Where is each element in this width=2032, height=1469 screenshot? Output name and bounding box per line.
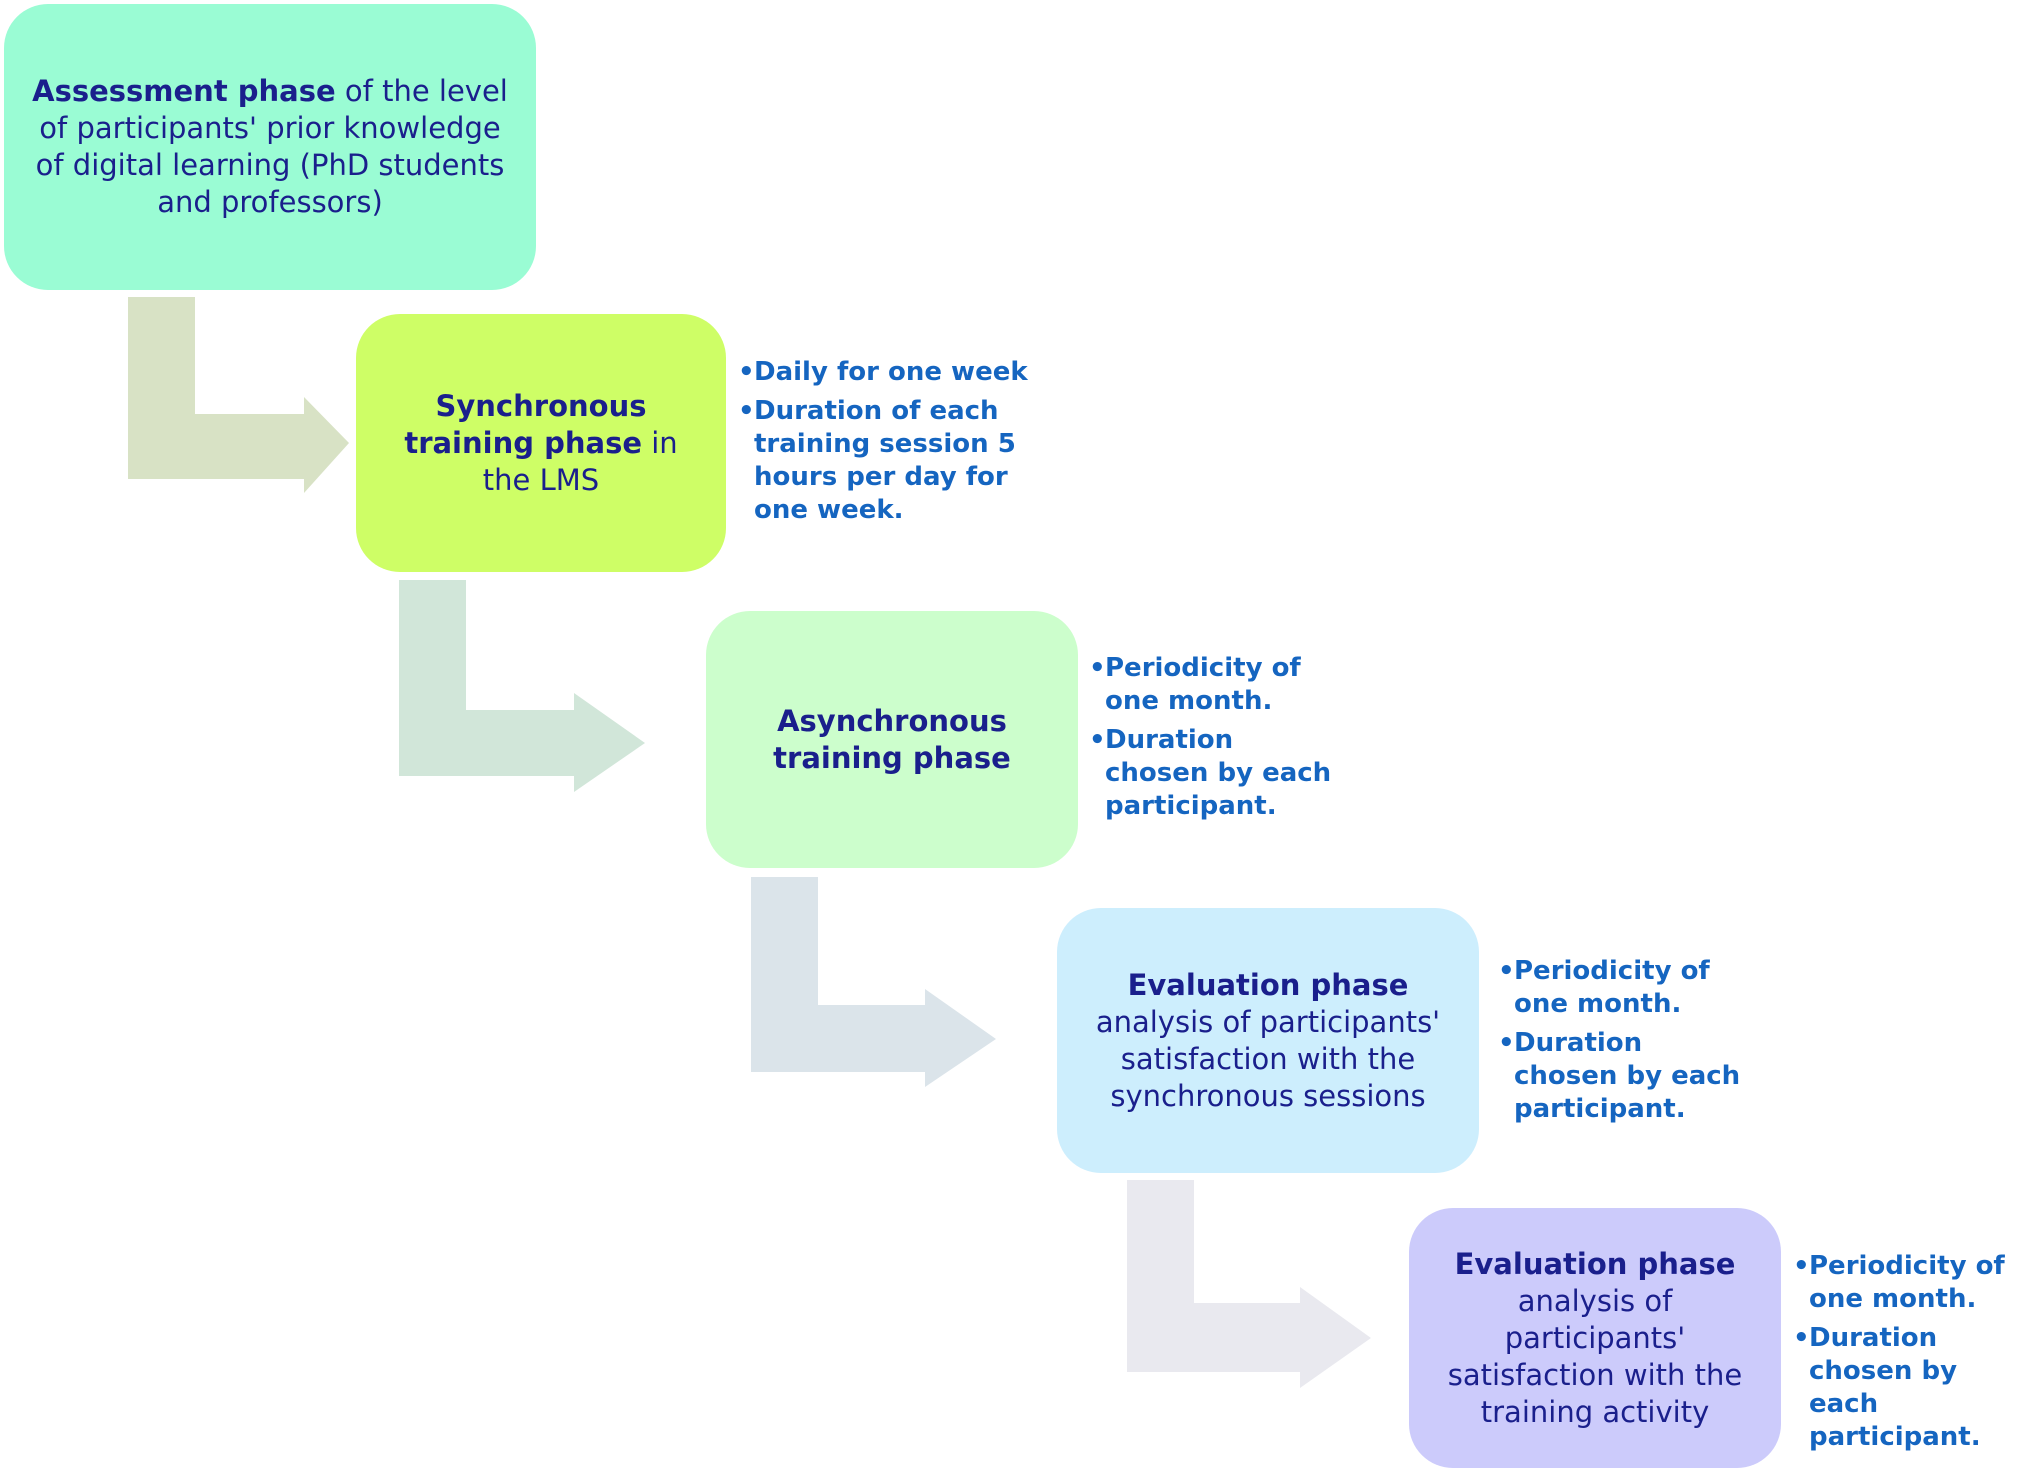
phase-box-asynchronous-training: Asynchronous training phase — [706, 611, 1078, 868]
note-item: Periodicity of one month. — [1089, 652, 1341, 718]
note-item: Periodicity of one month. — [1498, 955, 1750, 1021]
phase-box-assessment: Assessment phase of the level of partici… — [4, 4, 536, 290]
notes-evaluation-training-activity: Periodicity of one month. Duration chose… — [1793, 1250, 2030, 1460]
connector-arrow-2 — [399, 580, 645, 792]
phase-title: Evaluation phase — [1454, 1246, 1736, 1281]
phase-title: Asynchronous training phase — [773, 703, 1011, 775]
phase-title: Synchronous training phase — [404, 388, 647, 460]
phase-box-evaluation-synchronous: Evaluation phase analysis of participant… — [1057, 908, 1479, 1173]
connector-arrow-4 — [1127, 1180, 1371, 1388]
phase-box-synchronous-training: Synchronous training phase in the LMS — [356, 314, 726, 572]
note-item: Duration of each training session 5 hour… — [738, 395, 1030, 527]
note-item: Duration chosen by each participant. — [1498, 1027, 1750, 1126]
phase-description: of the level of participants' prior know… — [35, 74, 508, 219]
note-item: Periodicity of one month. — [1793, 1250, 2030, 1316]
note-item: Daily for one week — [738, 356, 1030, 389]
phase-description: analysis of participants' satisfaction w… — [1095, 1004, 1441, 1113]
notes-synchronous-training: Daily for one week Duration of each trai… — [738, 356, 1030, 533]
note-item: Duration chosen by each participant. — [1089, 724, 1341, 823]
connector-arrow-1 — [128, 297, 349, 493]
phase-title: Assessment phase — [32, 74, 336, 108]
phase-description: in the LMS — [482, 425, 678, 497]
phase-title: Evaluation phase — [1127, 967, 1409, 1002]
note-item: Duration chosen by each participant. — [1793, 1322, 2030, 1454]
notes-asynchronous-training: Periodicity of one month. Duration chose… — [1089, 652, 1341, 829]
phase-description: analysis of participants' satisfaction w… — [1447, 1283, 1743, 1429]
connector-arrow-3 — [751, 877, 996, 1087]
notes-evaluation-synchronous: Periodicity of one month. Duration chose… — [1498, 955, 1750, 1132]
